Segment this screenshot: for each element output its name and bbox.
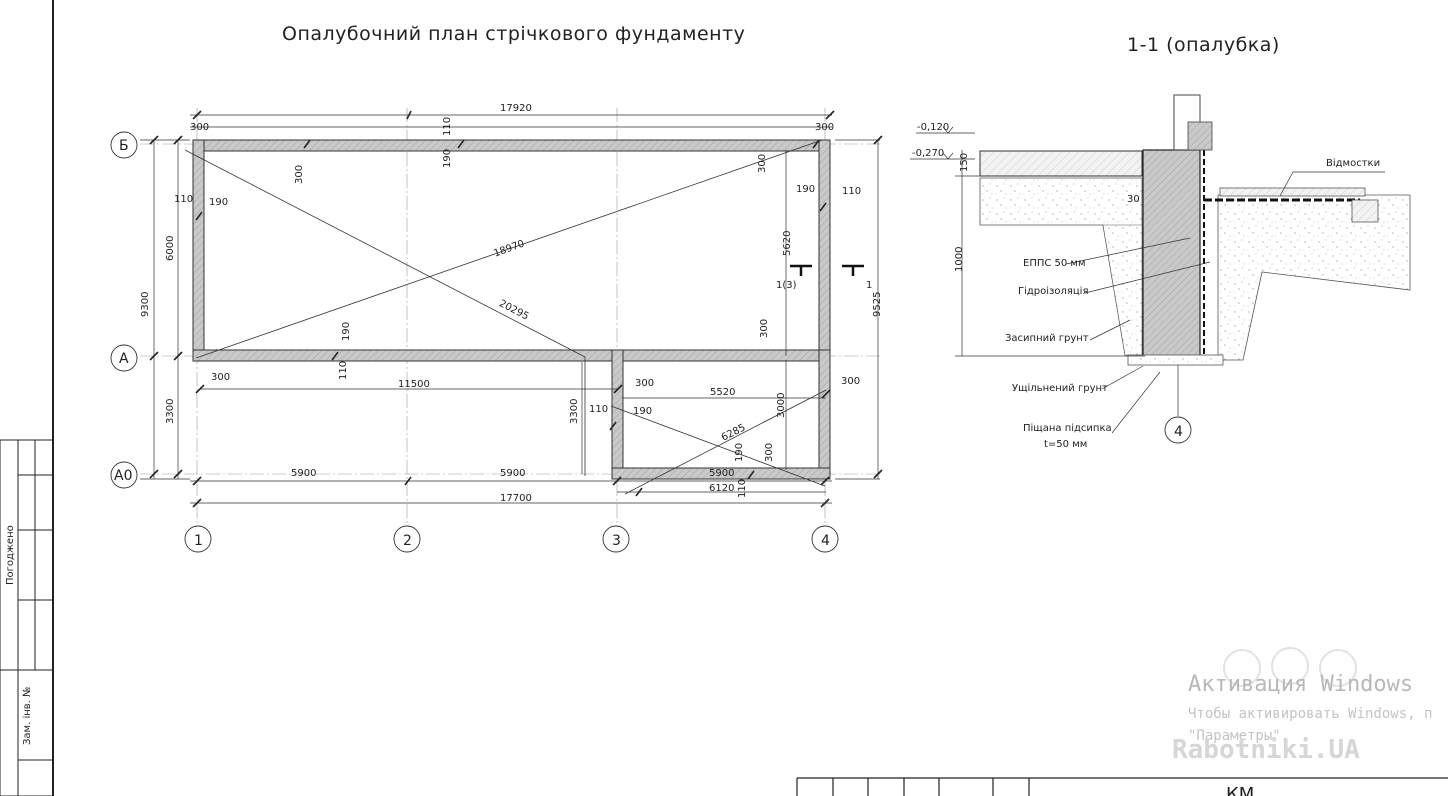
dim-inner-5520: 5520 bbox=[710, 387, 735, 398]
watermark-activate: Активация Windows bbox=[1188, 672, 1413, 697]
dim-span-1-2: 5900 bbox=[291, 468, 316, 479]
axis-1-label: 1 bbox=[194, 533, 203, 549]
dim-inner-6120: 6120 bbox=[709, 483, 734, 494]
section-1-1: -0,120 -0,270 150 1000 30 Відмостки ЕППС… bbox=[910, 94, 1411, 450]
watermark-params: "Параметры". bbox=[1188, 728, 1289, 744]
title-block-code: КМ bbox=[1226, 784, 1254, 796]
dim-1000: 1000 bbox=[954, 247, 965, 272]
level-0120: -0,120 bbox=[917, 122, 949, 133]
dim-diag-18970: 18970 bbox=[492, 238, 526, 259]
dim-110-d: 110 bbox=[338, 361, 349, 380]
dim-110-b: 110 bbox=[174, 194, 193, 205]
dim-190-b: 190 bbox=[209, 197, 228, 208]
dim-110-a: 110 bbox=[442, 117, 453, 136]
label-otmostka: Відмостки bbox=[1326, 157, 1380, 169]
dim-300-h: 300 bbox=[841, 376, 860, 387]
dim-overall-bottom: 17700 bbox=[500, 493, 532, 504]
dim-right-3000: 3000 bbox=[776, 393, 787, 418]
foundation-strips bbox=[192, 139, 831, 480]
dim-300-i: 300 bbox=[764, 443, 775, 462]
axis-a-label: А bbox=[119, 351, 129, 367]
dim-300-b: 300 bbox=[815, 122, 834, 133]
dim-190-f: 190 bbox=[734, 443, 745, 462]
dim-110-c: 110 bbox=[842, 186, 861, 197]
dim-110-f: 110 bbox=[737, 479, 748, 498]
dim-left-6000: 6000 bbox=[165, 236, 176, 261]
axis-a0-label: А0 bbox=[114, 468, 132, 484]
watermark-activate-sub: Чтобы активировать Windows, п bbox=[1188, 706, 1432, 722]
label-hydro: Гідроізоляція bbox=[1018, 285, 1088, 297]
label-backfill: Засипний грунт bbox=[1005, 333, 1089, 344]
dim-300-g: 300 bbox=[635, 378, 654, 389]
dim-right-9525: 9525 bbox=[872, 292, 883, 317]
windows-watermark: Активация Windows Чтобы активировать Win… bbox=[1172, 647, 1432, 765]
dim-110-e: 110 bbox=[589, 404, 608, 415]
stamp-inv-label: Зам. інв. № bbox=[21, 687, 33, 745]
dim-300-c: 300 bbox=[294, 165, 305, 184]
sheet-frame: Погоджено Зам. інв. № bbox=[0, 0, 54, 796]
dim-diag-20295: 20295 bbox=[497, 298, 530, 322]
dim-300-a: 300 bbox=[190, 122, 209, 133]
dim-span-2-3: 5900 bbox=[500, 468, 525, 479]
dim-inner-3300: 3300 bbox=[569, 399, 580, 424]
dim-190-a: 190 bbox=[442, 149, 453, 168]
section-mark-left: 1(3) bbox=[776, 280, 797, 291]
dim-right-5620: 5620 bbox=[782, 231, 793, 256]
label-epps: ЕППС 50 мм bbox=[1023, 258, 1086, 269]
dim-overall-top: 17920 bbox=[500, 103, 532, 114]
dim-span-3-4: 5900 bbox=[709, 468, 734, 479]
plan-title: Опалубочний план стрічкового фундаменту bbox=[282, 23, 745, 45]
watermark-site: Rabotniki.UA bbox=[1172, 735, 1360, 765]
level-0270: -0,270 bbox=[912, 148, 944, 159]
dim-300-f: 300 bbox=[211, 372, 230, 383]
dim-190-e: 190 bbox=[633, 406, 652, 417]
dim-left-9300: 9300 bbox=[140, 292, 151, 317]
label-compacted: Ущільнений грунт bbox=[1012, 382, 1108, 394]
dim-300-d: 300 bbox=[757, 154, 768, 173]
section-title: 1-1 (опалубка) bbox=[1127, 34, 1280, 56]
dim-150: 150 bbox=[959, 153, 970, 172]
dim-300-e: 300 bbox=[759, 319, 770, 338]
dim-190-c: 190 bbox=[796, 184, 815, 195]
axis-4-label: 4 bbox=[821, 533, 830, 549]
dim-inner-11500: 11500 bbox=[398, 379, 430, 390]
axis-b-label: Б bbox=[119, 138, 129, 154]
dim-30: 30 bbox=[1127, 194, 1140, 205]
foundation-plan: 17920 300 300 110 190 300 300 110 190 19… bbox=[110, 103, 883, 553]
dim-diag-6285: 6285 bbox=[720, 422, 748, 443]
label-sand: Піщана підсипка bbox=[1023, 422, 1112, 434]
section-axis-4: 4 bbox=[1174, 424, 1183, 440]
axis-2-label: 2 bbox=[403, 533, 412, 549]
stamp-approved-label: Погоджено bbox=[5, 525, 16, 585]
label-sand-thickness: t=50 мм bbox=[1044, 439, 1087, 450]
section-mark-right: 1 bbox=[866, 280, 872, 291]
axis-3-label: 3 bbox=[612, 533, 621, 549]
title-block bbox=[796, 777, 1448, 796]
dim-190-d: 190 bbox=[341, 322, 352, 341]
dim-left-3300: 3300 bbox=[165, 399, 176, 424]
